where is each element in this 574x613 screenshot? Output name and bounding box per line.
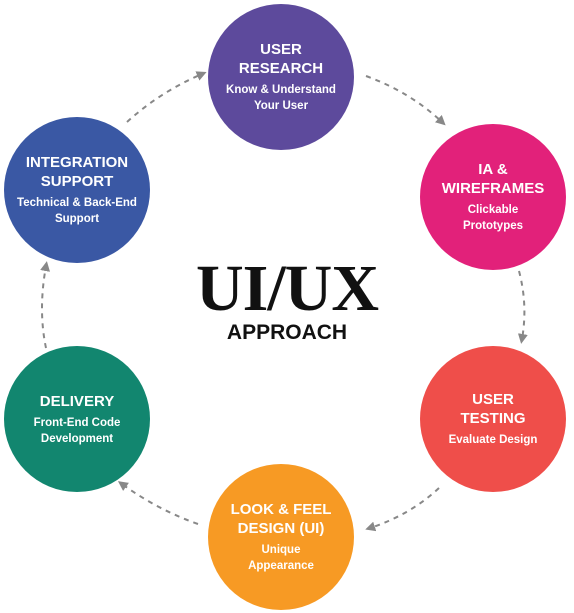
node-subtitle: Unique Appearance — [248, 544, 314, 572]
diagram-title: UI/UX — [195, 252, 379, 325]
node-look-feel-design: LOOK & FEEL DESIGN (UI) Unique Appearanc… — [208, 464, 354, 610]
node-ia-wireframes: IA & WIREFRAMES Clickable Prototypes — [420, 124, 566, 270]
node-title: INTEGRATION SUPPORT — [25, 154, 129, 190]
node-title: DELIVERY — [39, 392, 115, 410]
node-delivery: DELIVERY Front-End Code Development — [4, 346, 150, 492]
node-user-testing: USER TESTING Evaluate Design — [420, 346, 566, 492]
node-title: USER RESEARCH — [238, 41, 324, 77]
arrow-integration-to-research — [126, 71, 207, 123]
arrow-wireframes-to-testing — [517, 270, 528, 344]
node-subtitle: Technical & Back-End Support — [17, 197, 137, 225]
arrow-lookfeel-to-delivery — [117, 481, 199, 525]
node-user-research: USER RESEARCH Know & Understand Your Use… — [208, 4, 354, 150]
arrow-research-to-wireframes — [365, 75, 446, 126]
node-subtitle: Know & Understand Your User — [226, 84, 336, 112]
arrow-testing-to-lookfeel — [365, 487, 440, 532]
node-subtitle: Front-End Code Development — [33, 416, 121, 445]
diagram-subtitle: APPROACH — [226, 321, 348, 344]
arrow-delivery-to-integration — [40, 261, 51, 349]
node-subtitle: Clickable Prototypes — [462, 204, 524, 232]
node-title: LOOK & FEEL DESIGN (UI) — [230, 501, 332, 537]
node-title: USER TESTING — [460, 391, 526, 427]
node-integration-support: INTEGRATION SUPPORT Technical & Back-End… — [4, 117, 150, 263]
node-title: IA & WIREFRAMES — [441, 161, 545, 197]
node-subtitle: Evaluate Design — [448, 434, 538, 446]
